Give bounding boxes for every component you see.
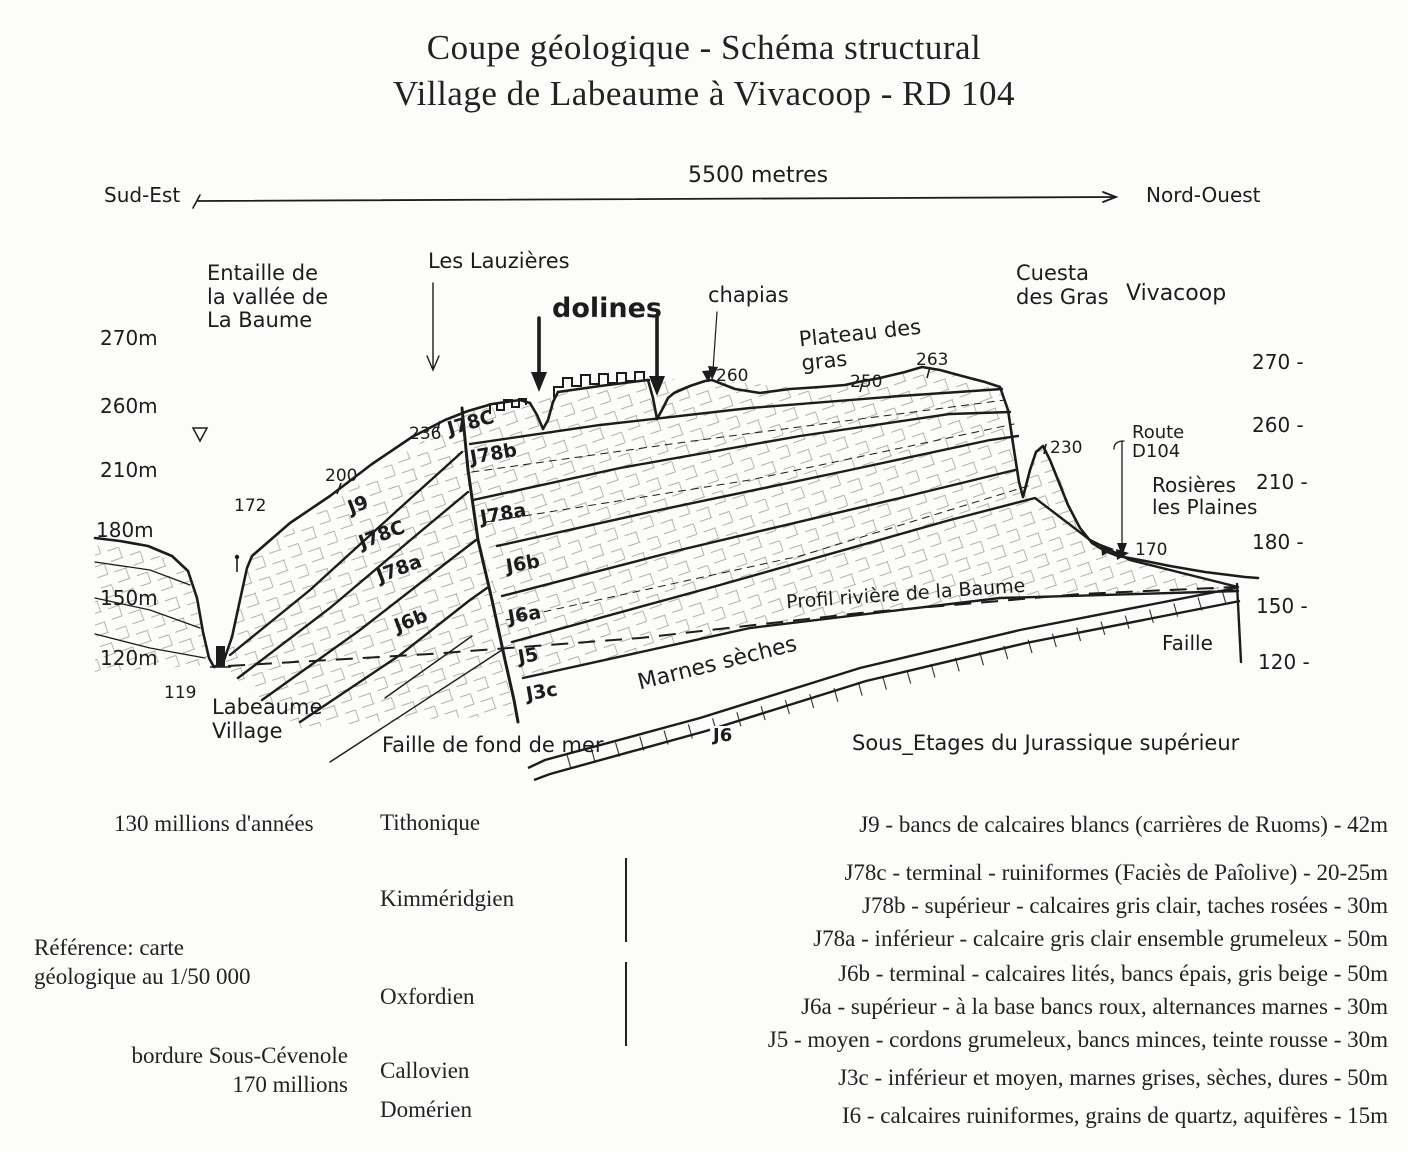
unit-j9: J9 - bancs de calcaires blancs (carrière…: [859, 812, 1388, 837]
layer-right-j5: J5: [516, 643, 541, 669]
label-labeaume-village: Labeaume Village: [212, 695, 323, 743]
legend-divider-oxfordien: [625, 962, 627, 1046]
label-chapias: chapias: [708, 283, 789, 307]
spot-height-200: 200: [325, 466, 358, 486]
elevation-right-150: 150 -: [1256, 594, 1308, 618]
scale-distance-label: 5500 metres: [688, 163, 829, 188]
page-title-line2: Village de Labeaume à Vivacoop - RD 104: [392, 74, 1016, 113]
unit-i6: I6 - calcaires ruiniformes, grains de qu…: [841, 1103, 1388, 1128]
legend-bordure-sous-cevenole: bordure Sous-Cévenole 170 millions: [131, 1043, 348, 1097]
label-j6-band: J6: [710, 725, 736, 747]
spot-height-260: 260: [716, 366, 749, 386]
bedding-lines: [94, 387, 1240, 724]
river-profile-line: [227, 586, 1237, 667]
unit-j78c: J78c - terminal - ruiniformes (Faciès de…: [844, 860, 1388, 885]
scale-arrow: [192, 191, 1119, 209]
scale-right-label: Nord-Ouest: [1146, 183, 1261, 207]
annotation-arrows: [426, 282, 1127, 556]
stage-domerien: Domérien: [380, 1097, 472, 1122]
unit-j5: J5 - moyen - cordons grumeleux, bancs mi…: [767, 1027, 1388, 1052]
elevation-left-260: 260m: [100, 394, 158, 418]
label-faille-right: Faille: [1162, 631, 1213, 655]
stage-oxfordien: Oxfordien: [380, 984, 475, 1009]
spot-height-236: 236: [409, 424, 442, 444]
stage-kimmeridgien: Kimméridgien: [380, 886, 515, 911]
label-dolines: dolines: [552, 293, 662, 324]
spot-markers: [191, 366, 1129, 668]
label-les-lauzieres: Les Lauzières: [428, 249, 570, 273]
label-faille-fond-de-mer: Faille de fond de mer: [382, 733, 604, 757]
legend-age-130-millions: 130 millions d'années: [114, 811, 314, 836]
elevation-right-120: 120 -: [1258, 650, 1310, 674]
spot-height-230: 230: [1050, 438, 1083, 458]
stage-tithonique: Tithonique: [380, 810, 481, 835]
unit-j3c: J3c - inférieur et moyen, marnes grises,…: [838, 1065, 1388, 1090]
spot-height-172: 172: [234, 496, 267, 516]
label-entaille-vallee: Entaille de la vallée de La Baume: [207, 261, 329, 333]
unit-j6a: J6a - supérieur - à la base bancs roux, …: [801, 994, 1388, 1019]
elevation-left-120: 120m: [100, 646, 158, 670]
elevation-right-180: 180 -: [1252, 530, 1304, 554]
unit-j78b: J78b - supérieur - calcaires gris clair,…: [862, 893, 1388, 918]
legend-reference-carte: Référence: carte géologique au 1/50 000: [34, 935, 251, 989]
elevation-left-180: 180m: [96, 518, 154, 542]
label-rosieres-les-plaines: Rosières les Plaines: [1152, 473, 1258, 520]
spot-height-250: 250: [850, 372, 883, 392]
elevation-right-210: 210 -: [1256, 470, 1308, 494]
elevation-left-210: 210m: [100, 458, 158, 482]
label-sous-etages-jurassique: Sous_Etages du Jurassique supérieur: [852, 731, 1240, 755]
spot-height-119: 119: [164, 683, 197, 703]
spot-height-263: 263: [916, 350, 949, 370]
label-vivacoop: Vivacoop: [1126, 281, 1227, 306]
ruiniform-crenellations: [489, 371, 650, 414]
stage-callovien: Callovien: [380, 1058, 470, 1083]
unit-j6b: J6b - terminal - calcaires lités, bancs …: [838, 961, 1388, 986]
elevation-right-260: 260 -: [1252, 413, 1304, 437]
elevation-right-270: 270 -: [1252, 350, 1304, 374]
label-cuesta-des-gras: Cuesta des Gras: [1016, 261, 1109, 309]
page-title-line1: Coupe géologique - Schéma structural: [426, 28, 982, 67]
spot-height-170: 170: [1135, 540, 1168, 560]
scale-left-label: Sud-Est: [104, 183, 181, 207]
elevation-left-270: 270m: [100, 326, 158, 350]
elevation-left-150: 150m: [100, 586, 158, 610]
label-route-d104: Route D104: [1132, 422, 1185, 462]
unit-j78a: J78a - inférieur - calcaire gris clair e…: [813, 926, 1388, 951]
legend-divider-kimmeridgien: [625, 858, 627, 942]
